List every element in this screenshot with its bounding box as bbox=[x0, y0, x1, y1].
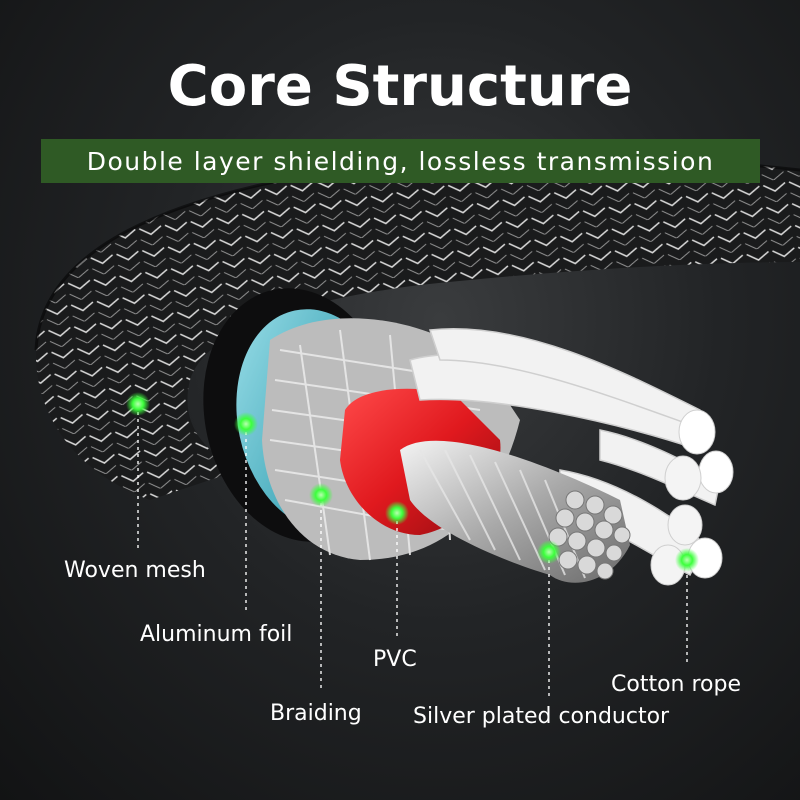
page-title: Core Structure bbox=[167, 54, 633, 119]
subtitle-text: Double layer shielding, lossless transmi… bbox=[86, 146, 715, 176]
marker-silver-conductor bbox=[537, 540, 561, 564]
marker-dots bbox=[126, 392, 699, 572]
leader-lines bbox=[137, 405, 688, 697]
label-silver-plated-conductor: Silver plated conductor bbox=[413, 704, 670, 729]
label-braiding: Braiding bbox=[270, 701, 362, 726]
conductor-strand-ends bbox=[548, 490, 631, 580]
label-pvc: PVC bbox=[373, 647, 417, 672]
marker-pvc bbox=[385, 501, 409, 525]
subtitle-banner: Double layer shielding, lossless transmi… bbox=[41, 139, 760, 183]
label-cotton-rope: Cotton rope bbox=[611, 672, 741, 697]
label-aluminum-foil: Aluminum foil bbox=[140, 622, 293, 647]
marker-woven-mesh bbox=[126, 392, 150, 416]
label-woven-mesh: Woven mesh bbox=[64, 558, 206, 583]
marker-cotton-rope bbox=[675, 548, 699, 572]
background-cable bbox=[35, 156, 800, 500]
marker-aluminum-foil bbox=[234, 412, 258, 436]
marker-braiding bbox=[309, 483, 333, 507]
